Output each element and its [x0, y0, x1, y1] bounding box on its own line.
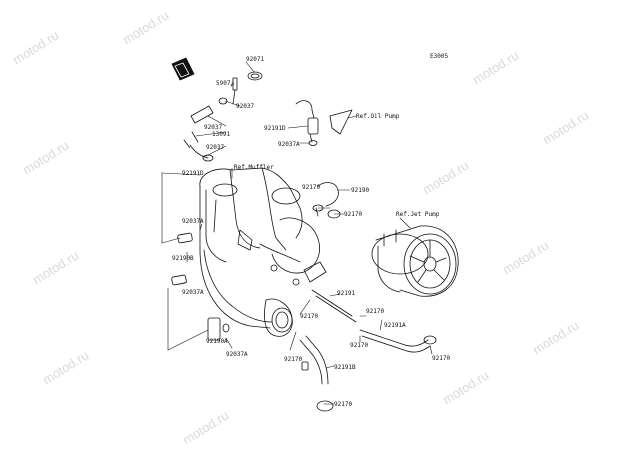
part-label-92190a: 92190A [206, 338, 228, 345]
part-label-92170-5: 92170 [350, 342, 369, 349]
muffler-body [199, 167, 327, 337]
part-label-92190b: 92190B [172, 255, 194, 262]
part-label-92037-b: 92037 [206, 144, 225, 151]
part-label-92037a-4: 92037A [226, 351, 248, 358]
part-label-92037-top: 92037 [236, 103, 255, 110]
part-label-92191a: 92191A [384, 322, 406, 329]
part-label-92170-3: 92170 [300, 313, 319, 320]
part-label-92037-a: 92037 [204, 124, 223, 131]
part-label-92170-4: 92170 [366, 308, 385, 315]
ref-muffler-label: Ref.Muffler [234, 164, 274, 171]
leader-lines [161, 61, 433, 405]
ref-jet-pump-label: Ref.Jet Pump [396, 211, 440, 218]
part-label-13091: 13091 [212, 131, 231, 138]
part-label-92170-7: 92170 [432, 355, 451, 362]
diagram-code: E3005 [430, 53, 449, 60]
part-label-5907: 5907/ [216, 80, 235, 87]
part-label-92191d-2: 92191D [182, 170, 204, 177]
ref-oil-pump-label: Ref.Oil Pump [356, 113, 400, 120]
part-label-92037a-3: 92037A [182, 289, 204, 296]
part-label-92191d: 92191D [264, 125, 286, 132]
part-label-92037a-1: 92037A [278, 141, 300, 148]
part-label-92190: 92190 [351, 187, 370, 194]
part-label-92071: 92071 [246, 56, 265, 63]
part-label-92170-1: 92170 [302, 184, 321, 191]
clamp-tool-icon [171, 57, 195, 81]
part-label-92170-6: 92170 [284, 356, 303, 363]
part-label-92037a-2: 92037A [182, 218, 204, 225]
part-label-92170-8: 92170 [334, 401, 353, 408]
part-label-92170-2: 92170 [344, 211, 363, 218]
part-label-92191: 92191 [337, 290, 356, 297]
part-label-92191b: 92191B [334, 364, 356, 371]
jet-pump [371, 225, 459, 297]
